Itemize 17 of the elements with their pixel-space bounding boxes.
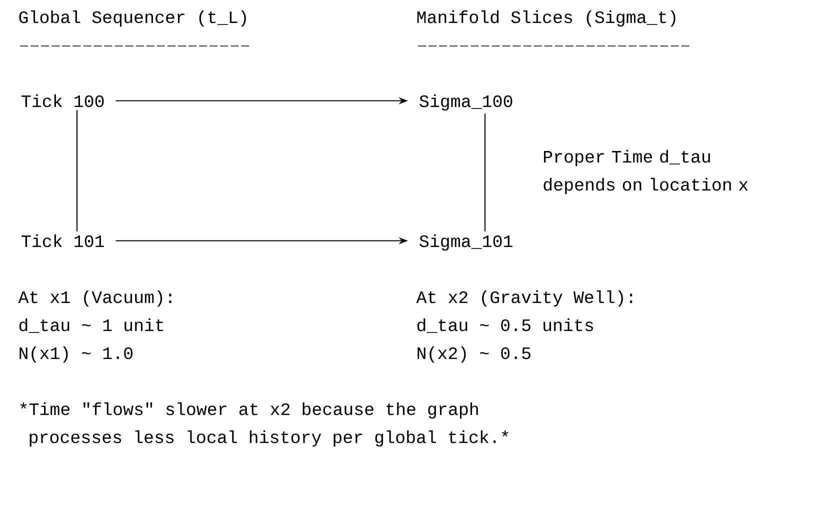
node-text: Tick 100	[22, 94, 104, 108]
node-text: Sigma_100	[420, 94, 512, 111]
text-label: d_tau ~ 1 unit	[19, 318, 164, 333]
connector-line	[76, 110, 78, 232]
text-label: d_tau ~ 0.5 units	[417, 318, 593, 333]
node-text: Sigma_101	[420, 234, 512, 251]
text-label: At x1 (Vacuum):	[18, 290, 172, 307]
node-text: Tick 101	[22, 234, 104, 248]
text-label: processes less local history per global tick.*	[30, 430, 508, 447]
text-label: *Time "flows" slower at x2 because the graph	[20, 402, 478, 419]
text-label: Manifold Slices (Sigma_t)	[417, 10, 676, 27]
text-label: N(x2) ~ 0.5	[418, 346, 530, 363]
text-label: At x2 (Gravity Well):	[416, 290, 632, 307]
connector-line	[484, 114, 486, 232]
text-label: Global Sequencer (t_L)	[19, 10, 246, 27]
edge-label: Proper Time d_tau depends on location x	[544, 150, 748, 194]
text-label: N(x1) ~ 1.0	[20, 346, 132, 363]
